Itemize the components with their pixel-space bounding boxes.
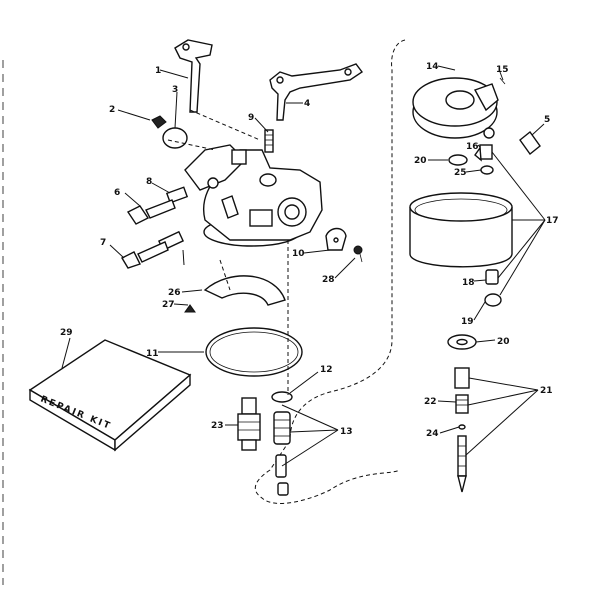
float-pin <box>184 304 196 313</box>
throttle-lever <box>174 39 213 113</box>
callout-5: 5 <box>544 115 550 125</box>
upper-washer <box>448 154 468 166</box>
inlet-needle <box>480 165 494 175</box>
callout-26: 26 <box>168 288 181 298</box>
callout-2: 2 <box>109 105 115 115</box>
idle-mixture-screw <box>121 241 169 269</box>
throttle-plate <box>162 127 188 149</box>
float <box>412 77 499 139</box>
callout-22: 22 <box>424 397 437 407</box>
callout-7: 7 <box>100 238 106 248</box>
float-bowl-gasket <box>203 275 286 306</box>
callout-28-top: 28 <box>322 275 335 285</box>
callout-19: 19 <box>461 317 474 327</box>
float-bowl <box>409 192 513 268</box>
callout-24: 24 <box>426 429 439 439</box>
callout-1: 1 <box>155 66 161 76</box>
bowl-washer <box>271 391 293 403</box>
callout-23: 23 <box>211 421 224 431</box>
callout-4: 4 <box>304 99 310 109</box>
callout-15: 15 <box>496 65 509 75</box>
lower-washer <box>447 334 477 350</box>
callout-labels: 1 2 3 4 5 6 7 8 9 10 11 12 13 14 15 16 1… <box>60 62 559 439</box>
main-adjusting-needle <box>454 367 470 493</box>
bowl-gasket-ring <box>205 327 303 377</box>
callout-21: 21 <box>540 386 553 396</box>
mounting-screw <box>353 245 363 263</box>
callout-20-lower: 20 <box>497 337 510 347</box>
throttle-plate-screw <box>151 115 167 129</box>
callout-10: 10 <box>292 249 305 259</box>
callout-29: 29 <box>60 328 73 338</box>
bowl-nut <box>484 293 502 307</box>
carburetor-body <box>184 144 323 247</box>
callout-14: 14 <box>426 62 439 72</box>
idle-spring <box>165 186 189 204</box>
needle-seat-parts <box>273 411 291 496</box>
bowl-drain-plug <box>485 269 499 285</box>
callout-25: 25 <box>454 168 467 178</box>
callout-11: 11 <box>146 349 159 359</box>
callout-12: 12 <box>320 365 333 375</box>
repair-kit: REPAIR KIT <box>28 339 192 452</box>
callout-9: 9 <box>248 113 254 123</box>
callout-16: 16 <box>466 142 479 152</box>
float-hinge-pin <box>519 130 541 156</box>
needle-clip <box>474 144 493 162</box>
inlet-valve <box>237 397 261 451</box>
parts-group-outline <box>254 39 406 504</box>
callout-18: 18 <box>462 278 475 288</box>
leader-lines <box>61 65 546 467</box>
callout-6: 6 <box>114 188 120 198</box>
callout-17: 17 <box>546 216 559 226</box>
idle-speed-screw <box>126 199 176 225</box>
choke-spring <box>264 129 274 153</box>
callout-20-upper: 20 <box>414 156 427 166</box>
choke-lever <box>269 63 364 121</box>
callout-13: 13 <box>340 427 353 437</box>
callout-3: 3 <box>172 85 178 95</box>
callout-8: 8 <box>146 177 152 187</box>
callout-27: 27 <box>162 300 175 310</box>
